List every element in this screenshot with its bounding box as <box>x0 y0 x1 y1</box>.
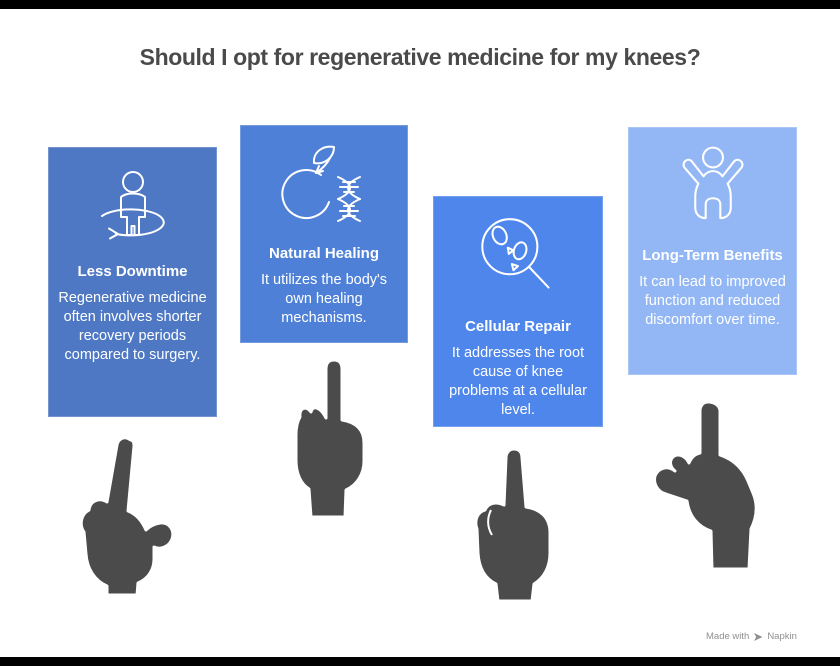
bottom-edge-bar <box>0 657 840 666</box>
card-long-term-benefits: Long-Term Benefits It can lead to improv… <box>628 127 797 375</box>
card-natural-healing: Natural Healing It utilizes the body's o… <box>240 125 408 343</box>
apple-dna-icon <box>281 145 361 222</box>
watermark-brand: Napkin <box>767 631 797 642</box>
pointing-hand-2-icon <box>294 358 366 518</box>
top-edge-bar <box>0 0 840 9</box>
card-less-downtime: Less Downtime Regenerative medicine ofte… <box>48 147 217 417</box>
cells-magnifier-icon <box>481 218 550 289</box>
watermark[interactable]: Made with Napkin <box>706 631 797 642</box>
card-title: Less Downtime <box>77 263 188 280</box>
person-refresh-icon <box>100 171 165 240</box>
card-body: It can lead to improved function and red… <box>639 274 786 328</box>
person-arms-up-icon <box>682 146 743 220</box>
card-body: It utilizes the body's own healing mecha… <box>260 272 388 326</box>
napkin-pen-icon <box>754 632 763 641</box>
pointing-hand-3-icon <box>474 447 552 602</box>
pointing-hand-4-icon <box>653 400 758 570</box>
card-title: Cellular Repair <box>465 318 571 335</box>
watermark-prefix: Made with <box>706 631 750 642</box>
card-body: It addresses the root cause of knee prob… <box>449 345 587 418</box>
card-title: Long-Term Benefits <box>642 247 783 264</box>
page-title: Should I opt for regenerative medicine f… <box>139 44 701 70</box>
card-title: Natural Healing <box>268 245 380 262</box>
pointing-hand-1-icon <box>79 436 175 597</box>
card-body: Regenerative medicine often involves sho… <box>58 290 207 363</box>
card-cellular-repair: Cellular Repair It addresses the root ca… <box>433 196 603 427</box>
